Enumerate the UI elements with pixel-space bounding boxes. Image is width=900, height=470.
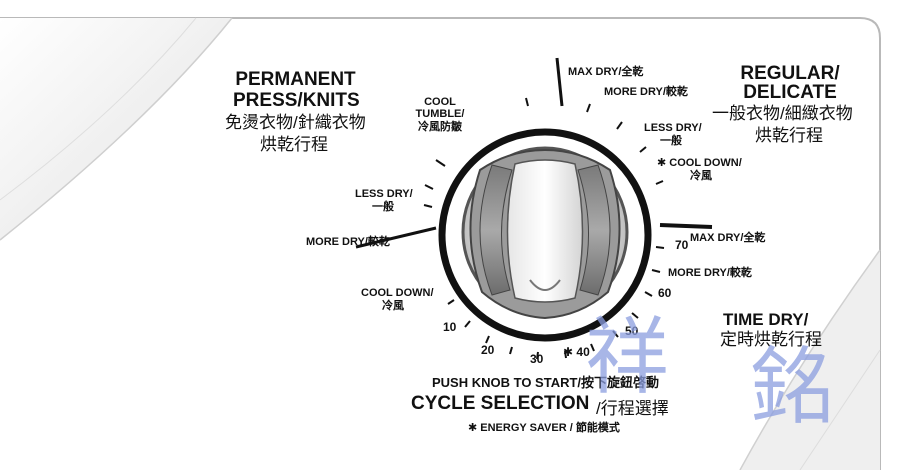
time-40: ✱ 40 [563, 345, 590, 359]
pp-less-dry-label: LESS DRY/ [355, 188, 413, 200]
pp-less-dry-cjk: 一般 [372, 201, 394, 213]
permanent-press-subtitle-2: 烘乾行程 [260, 135, 328, 154]
time-60: 60 [658, 286, 672, 300]
time-50: 50 [625, 324, 639, 338]
energy-saver-note: ✱ ENERGY SAVER / 節能模式 [468, 422, 620, 434]
pp-more-dry-label: MORE DRY/較乾 [306, 236, 390, 248]
timedry-segment-start [659, 223, 713, 229]
reg-cool-down-cjk: 冷風 [690, 170, 712, 182]
regular-subtitle-2: 烘乾行程 [755, 126, 823, 145]
cycle-selection-cjk: /行程選擇 [596, 399, 669, 418]
reg-more-dry-label: MORE DRY/較乾 [604, 86, 688, 98]
regular-title-1: REGULAR/ [740, 63, 840, 84]
time-dry-subtitle: 定時烘乾行程 [720, 330, 822, 349]
reg-cool-down-label: ✱ COOL DOWN/ [657, 157, 742, 169]
cool-down-label: COOL DOWN/ [361, 287, 434, 299]
permanent-press-title-2: PRESS/KNITS [233, 90, 360, 111]
panel-border [0, 17, 881, 470]
reg-max-dry-label: MAX DRY/全乾 [568, 66, 644, 78]
cycle-selection-label: CYCLE SELECTION [411, 393, 590, 414]
time-30: 30 [530, 352, 544, 366]
cool-tumble-label-2: TUMBLE/ [415, 108, 465, 120]
reg-less-dry-label: LESS DRY/ [644, 122, 702, 134]
permanent-press-title-1: PERMANENT [235, 69, 356, 90]
time-dry-title: TIME DRY/ [723, 310, 809, 329]
pp-more-dry-line [355, 226, 437, 249]
left-swoosh [0, 18, 232, 240]
dial-ticks [423, 103, 665, 360]
regular-subtitle-1: 一般衣物/細緻衣物 [712, 104, 853, 123]
watermark-char-2: 銘 [750, 338, 835, 436]
time-10: 10 [443, 320, 457, 334]
permanent-press-subtitle-1: 免燙衣物/針織衣物 [225, 113, 366, 132]
cool-tumble-label-3: 冷風防皺 [418, 121, 462, 133]
reg-less-dry-cjk: 一般 [660, 135, 682, 147]
cycle-selection-knob[interactable] [463, 148, 627, 316]
time-70: 70 [675, 238, 689, 252]
cool-tumble-label-1: COOL [424, 96, 456, 108]
td-more-dry-label: MORE DRY/較乾 [668, 267, 752, 279]
regular-segment-start [555, 57, 564, 107]
cool-down-cjk: 冷風 [382, 300, 404, 312]
td-max-dry-label: MAX DRY/全乾 [690, 232, 766, 244]
regular-title-2: DELICATE [743, 82, 837, 103]
watermark-char-1: 祥 [585, 308, 670, 406]
right-swoosh [740, 250, 880, 470]
time-20: 20 [481, 343, 495, 357]
push-knob-instruction: PUSH KNOB TO START/按下旋鈕啓動 [432, 375, 660, 390]
